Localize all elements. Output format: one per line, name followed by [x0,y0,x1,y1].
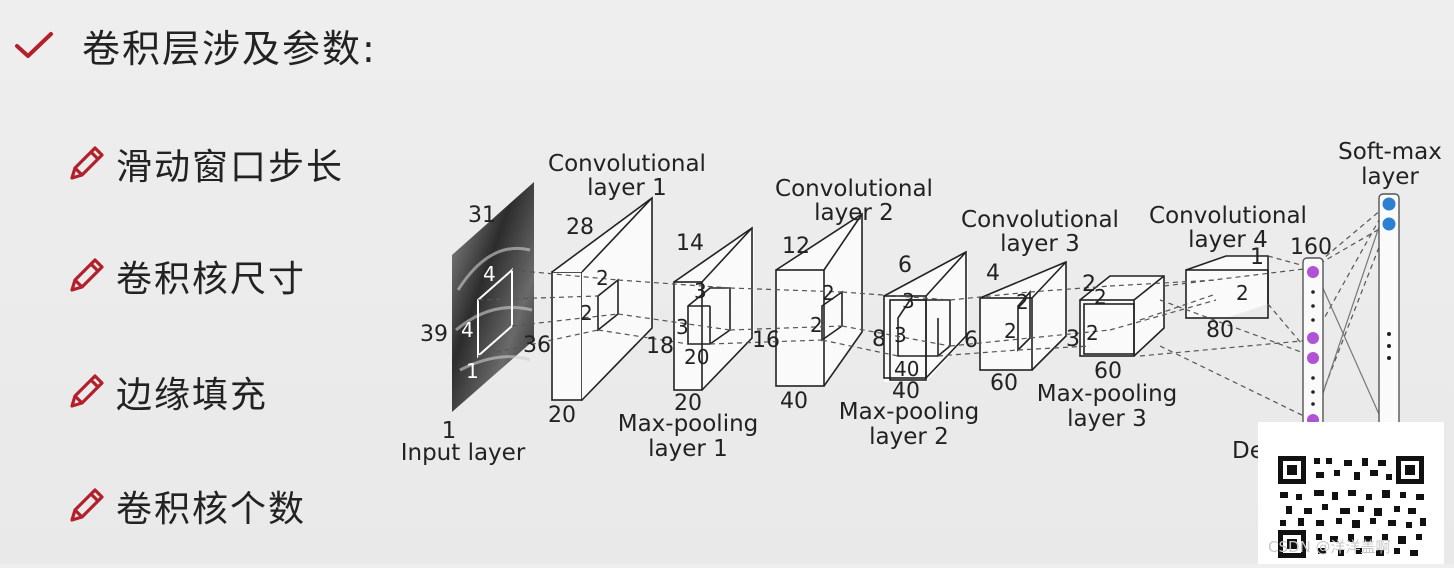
kernel-label: 2 [596,266,609,290]
dim-label: 4 [986,261,1000,286]
kernel-label: 3 [894,323,907,347]
conv2-title: layer 2 [814,200,894,226]
dim-label: 6 [964,328,978,353]
kernel-label: 4 [483,262,496,286]
kernel-label: 3 [694,279,707,303]
softmax-dots [1387,332,1391,360]
dim-label: 20 [674,391,702,416]
pencil-icon [70,258,104,292]
bullet-text: 卷积核个数 [116,489,307,530]
dim-label: 31 [468,203,496,228]
bullet-kernel-size: 卷积核尺寸 [66,250,306,302]
conv1-title: Convolutional [548,151,706,177]
dim-label: 2 [1082,272,1096,297]
dim-label: 14 [676,231,704,256]
kernel-label: 40 [894,357,919,381]
dense-layer-column [1302,257,1324,441]
pool2-title: layer 2 [869,424,949,450]
kernel-label: 2 [1094,285,1107,309]
dim-label: 8 [872,327,886,352]
dim-label: 80 [1206,318,1234,343]
input-image-texture [455,246,533,372]
check-icon [15,31,53,58]
dim-label: 18 [646,334,674,359]
dim-label: 36 [523,333,551,358]
pencil-icon [70,488,104,522]
softmax-title: Soft-max [1338,139,1442,165]
kernel-label: 1 [466,359,479,383]
full-connections [1313,205,1387,431]
dim-label: 12 [782,234,810,259]
dim-label: 60 [1094,359,1122,384]
pool1-title: layer 1 [648,436,728,462]
kernel-label: 2 [1086,321,1099,345]
kernel-label: 2 [1004,319,1017,343]
dim-label: 20 [548,403,576,428]
conv3-title: layer 3 [1000,231,1080,257]
dense-neuron [1307,352,1319,364]
kernel-label: 2 [810,313,823,337]
pool2-title: Max-pooling [839,399,980,425]
pencil-icon [70,374,104,408]
kernel-label: 3 [902,289,915,313]
kernel-label: 4 [461,318,474,342]
bullet-kernel-count: 卷积核个数 [66,480,306,532]
dim-label: 3 [1066,327,1080,352]
dense-dots [1311,290,1315,406]
qr-code-icon [1278,456,1426,558]
dense-neuron [1307,332,1319,344]
kernel-label: 2 [1236,281,1249,305]
dense-neuron [1307,266,1319,278]
conv3-title: Convolutional [961,207,1119,233]
pencil-icon [70,146,104,180]
qr-code [1258,422,1444,564]
dim-label: 60 [990,371,1018,396]
pool1-title: Max-pooling [618,411,759,437]
dim-label: 6 [898,253,912,278]
softmax-neuron [1382,197,1396,211]
conv1-title: layer 1 [587,175,667,201]
dim-label: 39 [420,322,448,347]
bullet-text: 滑动窗口步长 [116,147,345,188]
connection-lines [477,203,1389,421]
conv4-title: layer 4 [1188,227,1268,253]
dim-label: 40 [780,389,808,414]
kernel-label: 2 [1016,290,1029,314]
kernel-label: 20 [684,345,709,369]
heading: 卷积层涉及参数: [14,18,377,73]
kernel-label: 3 [676,315,689,339]
bullet-stride: 滑动窗口步长 [66,138,344,190]
kernel-label: 2 [822,281,835,305]
conv2-title: Convolutional [775,176,933,202]
softmax-title: layer [1361,164,1419,190]
kernel-label: 2 [580,301,593,325]
bullet-text: 卷积核尺寸 [116,259,307,300]
watermark: CSDN @洋洋盖啊 [1268,538,1391,556]
input-layer-title: Input layer [401,440,526,466]
pool3-title: Max-pooling [1037,381,1178,407]
softmax-neuron [1382,217,1396,231]
heading-text: 卷积层涉及参数: [82,27,377,71]
pool3-title: layer 3 [1067,406,1147,432]
dim-label: 28 [566,215,594,240]
pool3-box [1079,275,1165,357]
input-layer-title: 1 [442,418,457,444]
conv2-box [775,212,863,387]
dim-label: 16 [752,328,780,353]
conv1-box [551,196,653,401]
softmax-column [1378,193,1400,445]
dim-label: 40 [892,379,920,404]
conv3-box [979,260,1067,371]
dim-label: 1 [1250,245,1264,270]
pool2-box [883,250,968,382]
input-image [452,182,534,412]
dim-label: 160 [1290,235,1332,260]
bullet-text: 边缘填充 [116,375,269,416]
conv4-title: Convolutional [1149,203,1307,229]
bullet-padding: 边缘填充 [66,366,268,418]
